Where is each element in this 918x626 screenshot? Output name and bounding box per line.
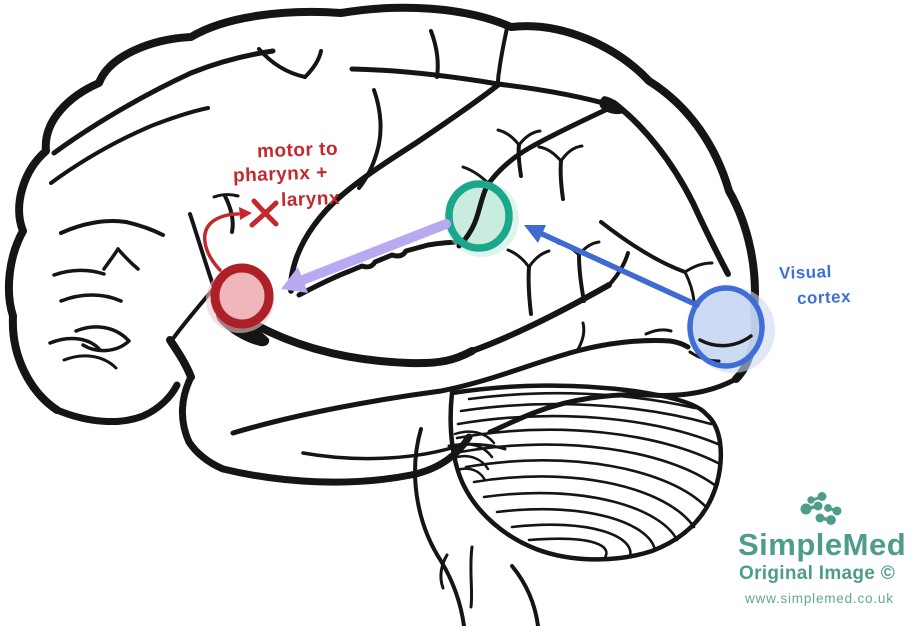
sulcus-line — [429, 29, 440, 79]
red-arrowhead-icon — [239, 207, 252, 220]
orbital-gyri-curl — [74, 325, 131, 353]
sulcus-line — [296, 239, 466, 298]
brainstem-fold — [469, 545, 474, 609]
simplemed-website-url: www.simplemed.co.uk — [745, 591, 894, 606]
sulcus-line — [301, 443, 463, 461]
visual-cortex-label-line2: cortex — [796, 287, 852, 308]
orbital-gyri-curl — [52, 268, 106, 277]
purple-arrowhead-icon — [281, 267, 308, 293]
blue-arrowhead-icon — [524, 225, 546, 243]
sulcus-branch — [102, 247, 120, 271]
motor-label-line1: motor to — [256, 138, 339, 163]
sulcus-branch — [506, 248, 531, 269]
sulcus-branch — [683, 270, 696, 303]
sulcus-branch — [575, 321, 586, 353]
motor-label-line2: pharynx + — [232, 162, 329, 187]
red-curved-arrow — [203, 212, 240, 272]
lateral-fissure-posterior — [469, 282, 612, 354]
sulcus-line — [599, 220, 687, 274]
brainstem-right-edge — [510, 564, 540, 626]
sulcus-line — [484, 103, 617, 189]
precentral-sulcus — [357, 88, 383, 190]
sulcus-junction-blob — [599, 96, 626, 115]
orbital-gyri-curl — [59, 293, 123, 303]
sulcus-branch — [644, 328, 673, 336]
sulcus-y — [516, 143, 523, 178]
sulcus-branch — [683, 261, 714, 274]
sulcus-branch — [212, 193, 240, 199]
sulcus-line — [257, 47, 307, 79]
orbital-gyri-curl — [62, 354, 118, 370]
red-circle-fill — [218, 271, 266, 321]
superior-temporal-sulcus — [230, 338, 691, 436]
motor-label-line3: larynx — [280, 187, 341, 212]
sulcus-line — [188, 212, 216, 290]
sulcus-line — [611, 100, 731, 277]
sulcus-y — [526, 265, 533, 316]
cerebellum-vermis-arcs — [447, 430, 507, 482]
teal-circle-ring — [445, 180, 513, 252]
sulcus-branch — [517, 129, 542, 147]
red-x-mark — [249, 198, 279, 228]
blue-arrow — [537, 230, 700, 308]
sulcus-branch — [537, 145, 563, 163]
area-marker-rings — [210, 180, 765, 369]
sulcus-line — [49, 106, 210, 185]
lateral-fissure — [250, 320, 476, 368]
sulcus-branch — [527, 249, 551, 269]
sulcus-y — [577, 253, 586, 303]
simplemed-brand-text: SimpleMed — [738, 527, 907, 562]
original-image-copyright-text: Original Image © — [739, 563, 896, 584]
cerebrum-outline — [4, 3, 759, 414]
visual-cortex-label-line1: Visual — [778, 262, 833, 283]
simplemed-logo-icon — [800, 492, 842, 525]
red-circle-ring — [210, 263, 274, 329]
cerebellum-outline — [448, 383, 724, 562]
temporal-lobe-outline — [178, 373, 473, 486]
brainstem-left-edge — [413, 427, 466, 626]
sulcus-line — [59, 219, 165, 237]
blue-circle-ring — [687, 285, 765, 369]
sulcus-branch — [116, 247, 140, 271]
frontal-underside-outline — [53, 381, 181, 426]
posterior-inferior-edge — [487, 376, 739, 435]
sulcus-in-blue-circle — [698, 334, 753, 348]
brainstem-fold — [439, 553, 449, 590]
lateral-sulcus-wedge — [166, 336, 195, 381]
superior-frontal-sulcus — [51, 48, 276, 156]
brain-line-art — [4, 3, 759, 626]
sulcus-line — [496, 26, 509, 86]
pathway-arrows — [203, 198, 700, 308]
sulcus-branch — [303, 49, 323, 79]
central-sulcus — [288, 82, 501, 294]
sulcus-branch — [559, 144, 584, 163]
orbital-gyri-curl — [48, 336, 102, 352]
sulcus-line — [349, 66, 617, 109]
sulcus-y — [558, 159, 565, 201]
sulcus-branch — [496, 128, 521, 147]
purple-arrow — [295, 219, 451, 286]
